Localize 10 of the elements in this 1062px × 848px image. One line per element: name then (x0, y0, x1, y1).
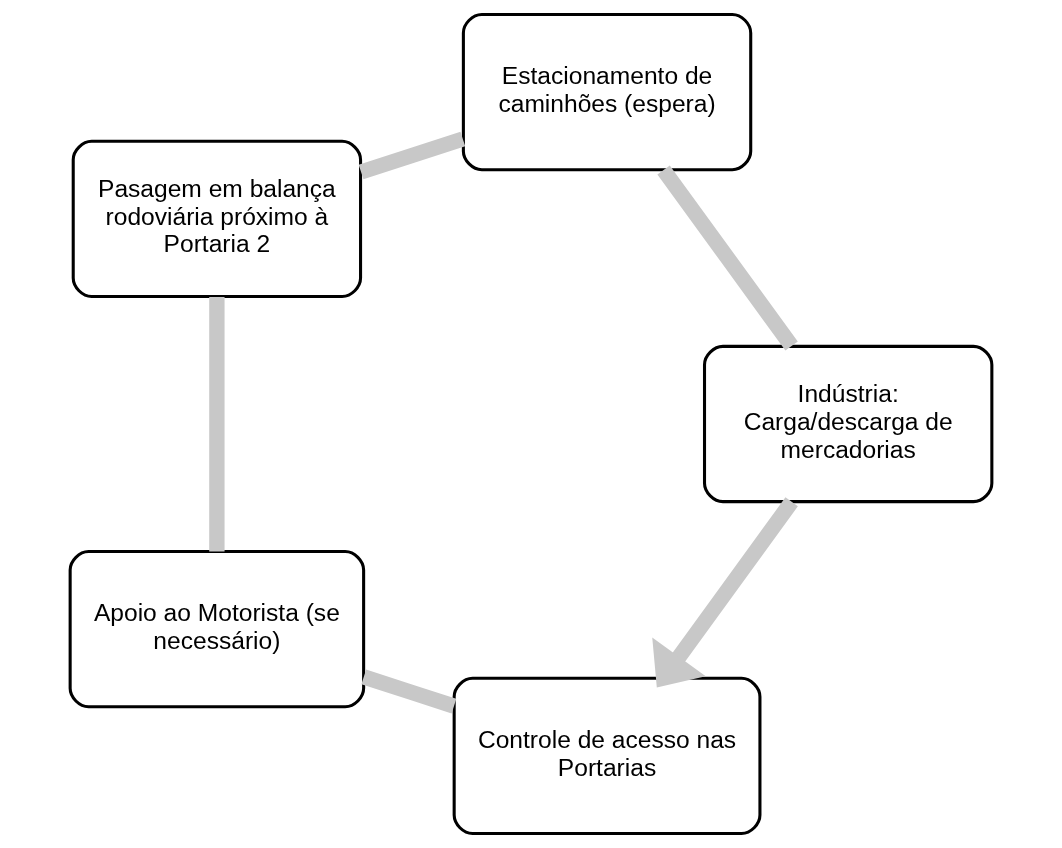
connector (358, 131, 466, 180)
node-box: Pasagem em balança rodoviária próximo à Portaria 2 (71, 139, 363, 298)
node-box: Controle de acesso nas Portarias (452, 676, 762, 836)
connector (361, 669, 457, 714)
arrow (652, 497, 798, 688)
node-box: Indústria: Carga/descarga de mercadorias (703, 344, 994, 504)
connector (209, 296, 225, 552)
node-box: Apoio ao Motorista (se necessário) (68, 550, 366, 709)
node-box: Estacionamento de caminhões (espera) (461, 12, 753, 172)
connector (657, 165, 798, 351)
